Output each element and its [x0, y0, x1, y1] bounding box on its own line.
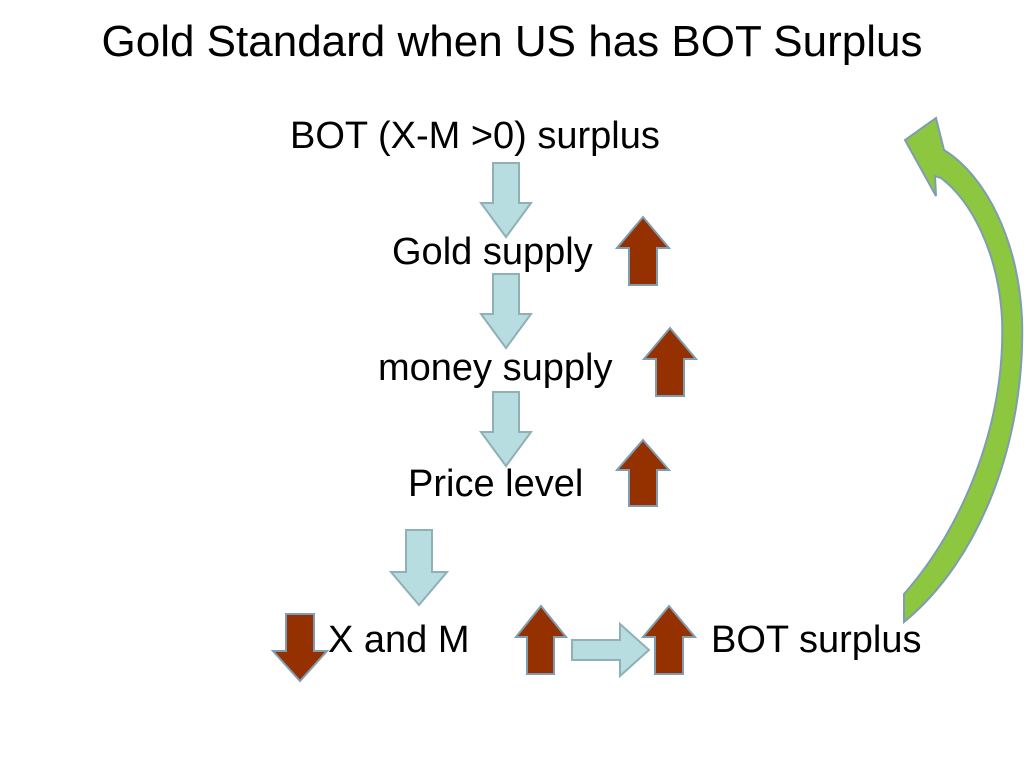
node-x-and-m: X and M — [328, 619, 470, 661]
feedback-curved-arrow — [903, 116, 1024, 625]
slide-title: Gold Standard when US has BOT Surplus — [101, 17, 923, 66]
node-bot-surplus-result: BOT surplus — [711, 619, 922, 661]
flow-down-arrow-3 — [479, 391, 533, 468]
exports-down-arrow-icon — [270, 613, 330, 683]
flow-down-arrow-2 — [479, 273, 533, 350]
node-price-level: Price level — [408, 463, 584, 505]
node-bot-surplus-condition: BOT (X-M >0) surplus — [290, 115, 660, 157]
node-money-supply: money supply — [378, 347, 613, 389]
gold-supply-up-arrow-icon — [614, 215, 672, 286]
money-supply-up-arrow-icon — [641, 326, 699, 397]
imports-up-arrow-icon — [513, 604, 569, 675]
price-level-up-arrow-icon — [614, 438, 672, 507]
flow-right-arrow — [571, 621, 651, 679]
node-gold-supply: Gold supply — [392, 231, 593, 273]
flow-down-arrow-4 — [388, 529, 450, 607]
flow-down-arrow-1 — [479, 162, 533, 239]
bot-surplus-up-arrow-icon — [640, 604, 698, 675]
